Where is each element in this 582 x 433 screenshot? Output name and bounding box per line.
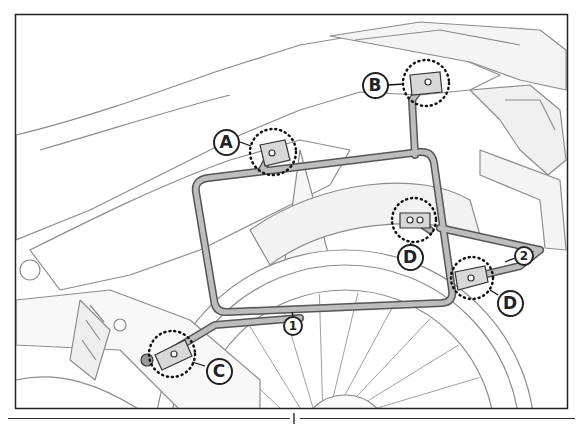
mount-brackets xyxy=(141,72,488,370)
callout-letter: D xyxy=(397,244,424,271)
callout-text: B xyxy=(369,77,382,94)
leader-line xyxy=(192,84,515,366)
callout-text: D xyxy=(503,295,517,312)
callout-number: 1 xyxy=(283,316,303,336)
detail-circle xyxy=(149,60,493,377)
figure-border xyxy=(16,15,568,409)
callout-text: 2 xyxy=(520,250,528,262)
callout-text: C xyxy=(213,363,225,380)
case-frame xyxy=(170,82,540,352)
callout-text: A xyxy=(219,134,232,151)
rule-line xyxy=(8,418,575,419)
callout-text: D xyxy=(403,249,417,266)
callout-letter: A xyxy=(213,129,240,156)
callout-letter: C xyxy=(206,358,233,385)
callout-text: 1 xyxy=(289,320,297,332)
callout-letter: D xyxy=(497,290,524,317)
callout-letter: B xyxy=(362,72,389,99)
callout-number: 2 xyxy=(514,246,534,266)
rule-tick xyxy=(293,413,295,424)
